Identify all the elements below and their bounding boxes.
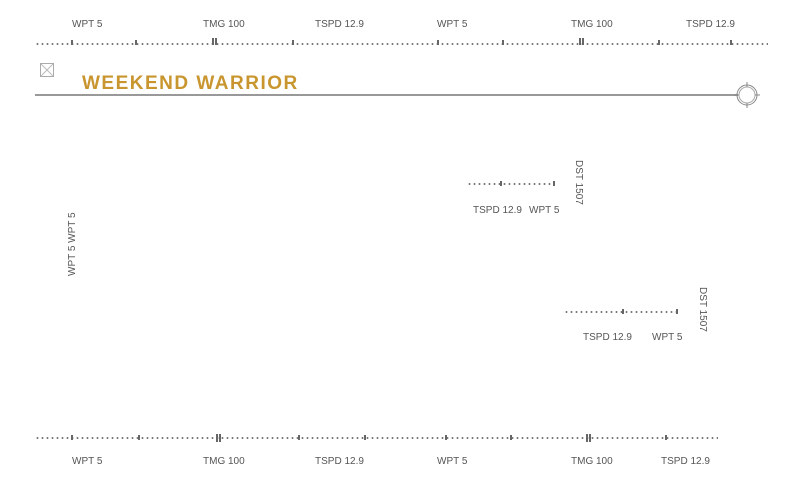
- ruler-tick: [658, 40, 660, 45]
- bottom-label-wpt: WPT 5: [72, 456, 103, 467]
- top-label-tspd: TSPD 12.9: [686, 19, 735, 30]
- ruler-tick: [364, 435, 366, 440]
- ruler-tick: [138, 435, 140, 440]
- ruler-tick: [135, 40, 137, 45]
- widget-2-tspd: TSPD 12.9: [583, 332, 632, 343]
- ruler-tick: [553, 181, 555, 186]
- ruler-tick: [579, 38, 581, 45]
- top-label-tmg: TMG 100: [203, 19, 245, 30]
- ruler-tick: [586, 434, 588, 442]
- widget-1-ruler: [467, 183, 555, 185]
- ruler-tick: [219, 434, 221, 442]
- top-ruler: [35, 43, 768, 45]
- bottom-label-tspd: TSPD 12.9: [315, 456, 364, 467]
- ruler-tick: [589, 434, 591, 442]
- widget-1-wpt: WPT 5: [529, 205, 560, 216]
- bottom-ruler: [35, 437, 718, 439]
- ruler-tick: [500, 181, 502, 186]
- widget-2-ruler: [564, 311, 678, 313]
- bottom-label-tmg: TMG 100: [203, 456, 245, 467]
- ruler-tick: [502, 40, 504, 45]
- widget-2-distance: DST 1507: [697, 287, 708, 332]
- bottom-label-wpt: WPT 5: [437, 456, 468, 467]
- ruler-tick: [445, 435, 447, 440]
- bottom-label-tspd: TSPD 12.9: [661, 456, 710, 467]
- top-label-tspd: TSPD 12.9: [315, 19, 364, 30]
- widget-2-wpt: WPT 5: [652, 332, 683, 343]
- top-label-tmg: TMG 100: [571, 19, 613, 30]
- top-label-wpt: WPT 5: [72, 19, 103, 30]
- ruler-tick: [212, 38, 214, 45]
- widget-1-distance: DST 1507: [573, 160, 584, 205]
- ruler-tick: [71, 40, 73, 45]
- ruler-tick: [730, 40, 732, 45]
- ruler-tick: [292, 40, 294, 45]
- ruler-tick: [676, 309, 678, 314]
- ruler-tick: [437, 40, 439, 45]
- bottom-label-tmg: TMG 100: [571, 456, 613, 467]
- crosshair-icon[interactable]: [733, 81, 761, 109]
- vertical-waypoint-label: WPT 5 WPT 5: [67, 212, 78, 276]
- ruler-tick: [71, 435, 73, 440]
- ruler-tick: [215, 38, 217, 45]
- broken-image-icon: [40, 63, 54, 77]
- ruler-tick: [622, 309, 624, 314]
- page-title: WEEKEND WARRIOR: [82, 73, 299, 94]
- header-divider: [35, 94, 738, 96]
- ruler-tick: [510, 435, 512, 440]
- widget-1-tspd: TSPD 12.9: [473, 205, 522, 216]
- top-label-wpt: WPT 5: [437, 19, 468, 30]
- ruler-tick: [665, 435, 667, 440]
- ruler-tick: [216, 434, 218, 442]
- ruler-tick: [582, 38, 584, 45]
- ruler-tick: [298, 435, 300, 440]
